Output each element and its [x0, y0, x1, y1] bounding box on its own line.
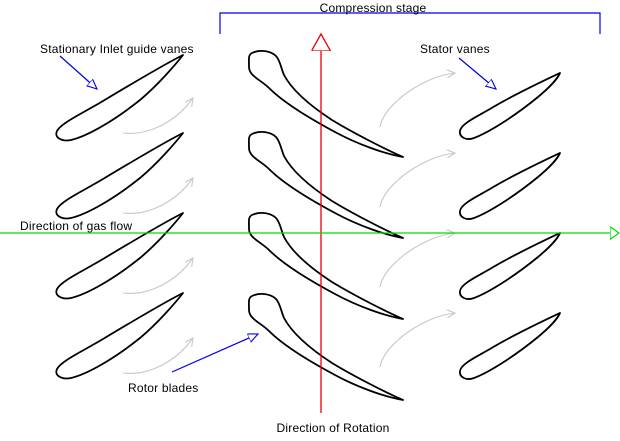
inlet-guide-vanes-label: Stationary Inlet guide vanes	[40, 42, 194, 56]
stator-vane	[459, 312, 561, 380]
stator-vane	[459, 152, 561, 220]
rotor-blade	[247, 211, 404, 320]
rotor-blade	[247, 292, 404, 401]
inlet-guide-vane	[55, 132, 184, 220]
rotor-pointer-arrow-icon	[171, 334, 258, 373]
rotor-blade	[247, 130, 404, 239]
flow-hint-arrow-icon	[122, 258, 193, 294]
flow-hint-arrow-icon	[122, 178, 193, 214]
flow-hint-arrows-left	[122, 98, 193, 374]
compression-stage-bracket	[219, 12, 601, 34]
flow-hint-arrow-icon	[379, 153, 455, 208]
flow-hint-arrow-icon	[379, 313, 455, 368]
rotor-blade-row	[247, 49, 404, 401]
flow-hint-arrow-icon	[379, 73, 455, 128]
flow-hint-arrow-icon	[122, 98, 193, 134]
stator-vane-row	[459, 72, 561, 380]
rotor-blades-label: Rotor blades	[128, 381, 198, 395]
flow-hint-arrow-icon	[379, 233, 455, 288]
stator-vane	[459, 232, 561, 300]
flow-hint-arrows-right	[379, 73, 455, 368]
inlet-guide-vane-row	[55, 54, 184, 380]
gas-flow-label: Direction of gas flow	[20, 219, 132, 233]
igv-pointer-arrow-icon	[59, 55, 97, 89]
stator-vanes-label: Stator vanes	[420, 42, 490, 56]
rotation-label: Direction of Rotation	[277, 421, 390, 435]
inlet-guide-vane	[55, 292, 184, 380]
rotor-blade	[247, 49, 404, 158]
stator-pointer-arrow-icon	[458, 57, 496, 89]
stator-vane	[459, 72, 561, 140]
compression-stage-label: Compression stage	[320, 1, 427, 15]
inlet-guide-vane	[55, 54, 184, 142]
flow-hint-arrow-icon	[122, 338, 193, 374]
